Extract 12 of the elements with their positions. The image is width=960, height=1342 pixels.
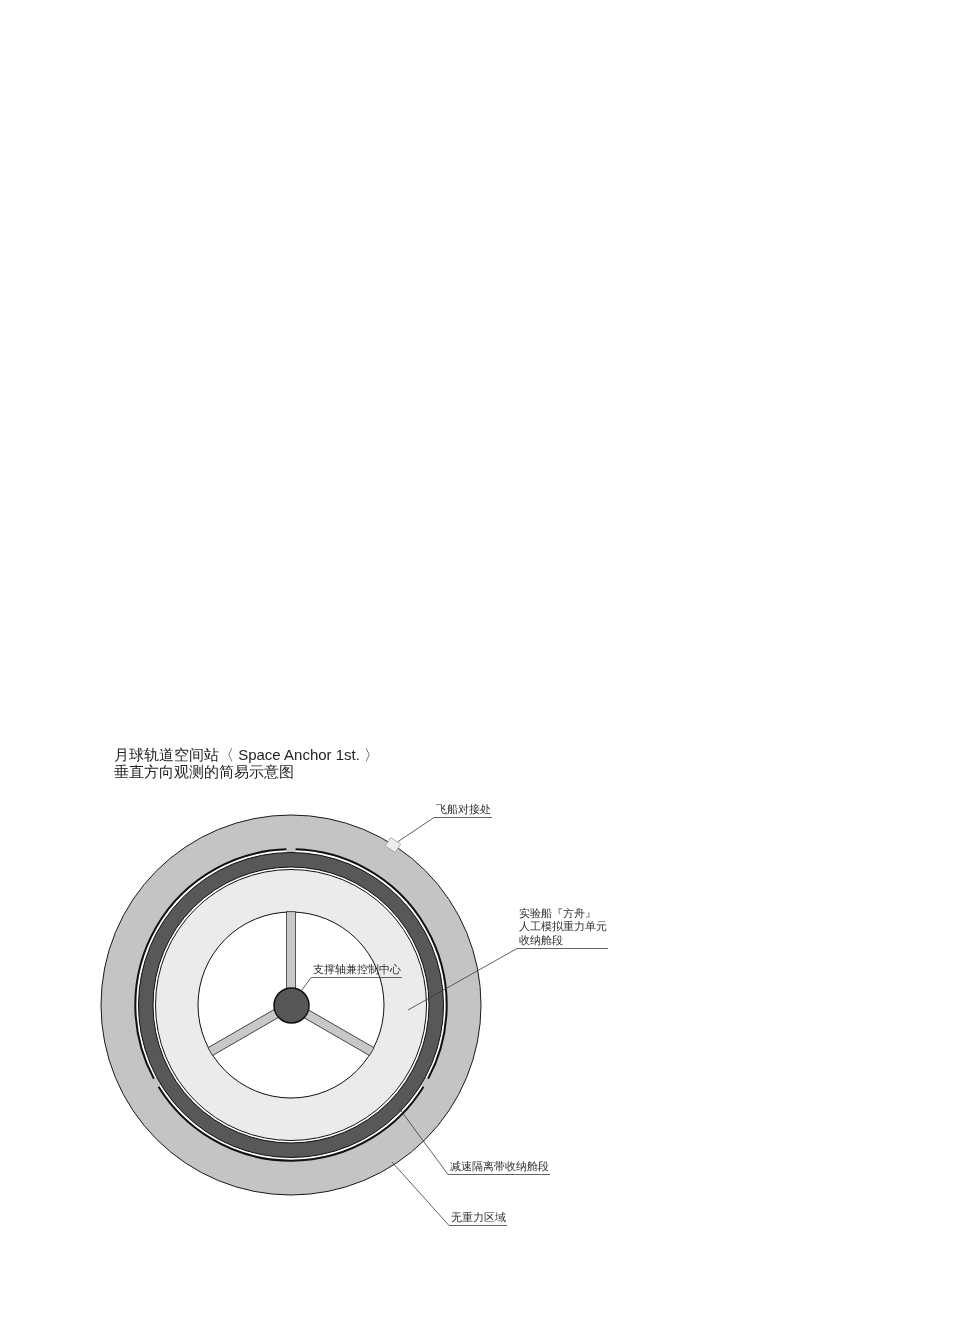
callout-label: 支撑轴兼控制中心 xyxy=(313,962,401,976)
leader-line xyxy=(398,1107,551,1175)
title: 月球轨道空间站〈 Space Anchor 1st. 〉垂直方向观测的简易示意图 xyxy=(114,745,380,780)
callout-label: 无重力区域 xyxy=(451,1210,506,1224)
leader-line xyxy=(407,948,609,1011)
callout-label: 实验船『方舟』人工模拟重力单元收纳舱段 xyxy=(519,906,607,947)
leader-line xyxy=(397,817,493,843)
callout-label: 减速隔离带收纳舱段 xyxy=(450,1159,549,1173)
leader-line xyxy=(301,977,403,991)
leader-line xyxy=(391,1161,508,1226)
callout-label: 飞船对接处 xyxy=(436,802,491,816)
hub-circle xyxy=(272,986,310,1024)
